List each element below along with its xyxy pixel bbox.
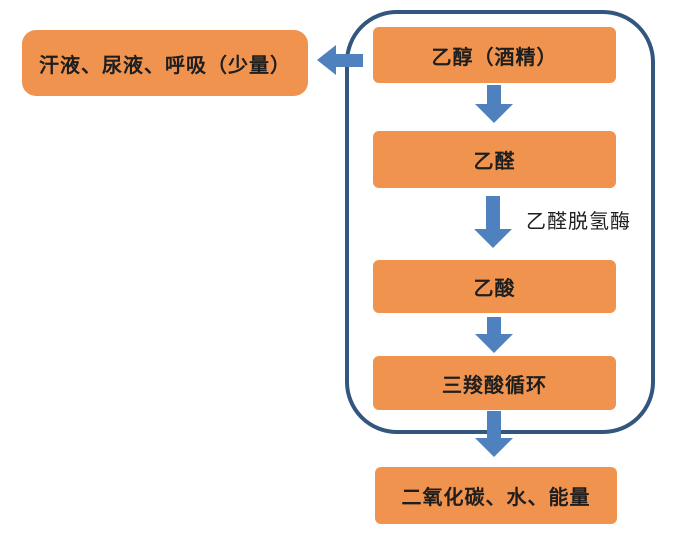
node-excretion: 汗液、尿液、呼吸（少量） bbox=[22, 30, 308, 96]
node-tca-cycle: 三羧酸循环 bbox=[373, 356, 616, 410]
arrow-shaft bbox=[487, 317, 501, 334]
arrow-tca-to-products bbox=[475, 411, 513, 457]
node-acetic-acid: 乙酸 bbox=[373, 260, 616, 313]
arrow-down-head-icon bbox=[475, 334, 513, 353]
node-acetaldehyde: 乙醛 bbox=[373, 131, 616, 188]
arrow-left-shaft bbox=[336, 53, 363, 67]
arrow-acetaldehyde-to-acetic bbox=[474, 196, 512, 248]
enzyme-label: 乙醛脱氢酶 bbox=[526, 211, 631, 233]
arrow-shaft bbox=[487, 411, 501, 438]
arrow-acetic-to-tca bbox=[475, 317, 513, 353]
node-final-products: 二氧化碳、水、能量 bbox=[375, 467, 617, 524]
arrow-down-head-icon bbox=[475, 438, 513, 457]
node-tca-cycle-label: 三羧酸循环 bbox=[442, 374, 547, 397]
arrow-shaft bbox=[487, 85, 501, 104]
node-acetaldehyde-label: 乙醛 bbox=[473, 151, 516, 173]
arrow-left-head-icon bbox=[317, 45, 336, 75]
arrow-down-head-icon bbox=[474, 229, 512, 248]
node-acetic-acid-label: 乙酸 bbox=[473, 278, 516, 300]
arrow-down-head-icon bbox=[475, 104, 513, 123]
node-excretion-label: 汗液、尿液、呼吸（少量） bbox=[39, 54, 291, 77]
arrow-ethanol-to-excretion bbox=[317, 45, 363, 75]
arrow-ethanol-to-acetaldehyde bbox=[475, 85, 513, 123]
arrow-shaft bbox=[486, 196, 500, 229]
node-ethanol: 乙醇（酒精） bbox=[373, 27, 616, 83]
node-final-products-label: 二氧化碳、水、能量 bbox=[401, 487, 591, 509]
node-ethanol-label: 乙醇（酒精） bbox=[431, 46, 558, 69]
